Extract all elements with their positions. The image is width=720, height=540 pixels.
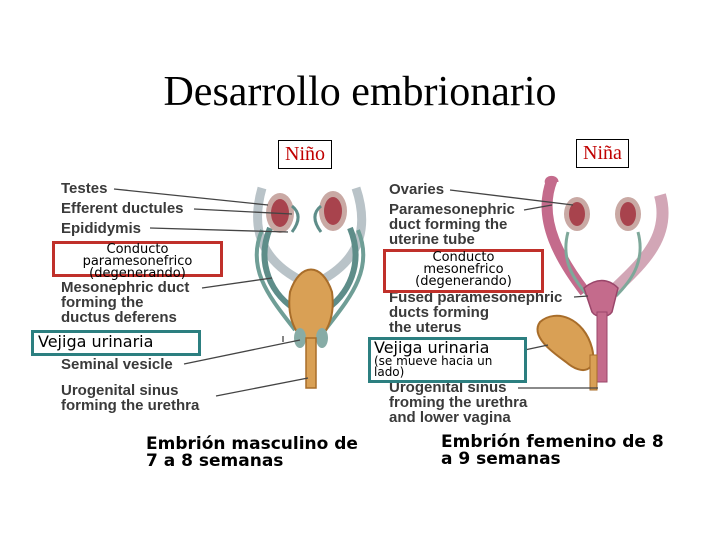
male-duct-box: Conducto paramesonefrico (degenerando) <box>52 241 223 277</box>
female-duct-box-line3: (degenerando) <box>386 276 541 288</box>
label-urogenital-sinus-f-3: and lower vagina <box>389 410 511 426</box>
female-reproductive-illustration <box>537 178 662 390</box>
female-caption: Embrión femenino de 8 a 9 semanas <box>441 434 664 468</box>
female-duct-box: Conducto mesonefrico (degenerando) <box>383 249 544 293</box>
male-bladder-box: Vejiga urinaria <box>31 330 201 356</box>
label-seminal-vesicle: Seminal vesicle <box>61 357 173 373</box>
female-bladder-note-2: lado) <box>374 367 524 378</box>
male-duct-box-line3: (degenerando) <box>55 268 220 280</box>
male-tag: Niño <box>278 140 332 169</box>
label-ovaries: Ovaries <box>389 182 444 198</box>
male-caption-line2: 7 a 8 semanas <box>146 453 358 470</box>
male-bladder-label: Vejiga urinaria <box>38 332 153 351</box>
male-caption: Embrión masculino de 7 a 8 semanas <box>146 436 358 470</box>
label-testes: Testes <box>61 181 107 197</box>
female-caption-line2: a 9 semanas <box>441 451 664 468</box>
male-reproductive-illustration <box>257 188 364 388</box>
label-epididymis: Epididymis <box>61 221 141 237</box>
label-efferent-ductules: Efferent ductules <box>61 201 184 217</box>
label-urogenital-sinus-2: forming the urethra <box>61 398 199 414</box>
label-fused-paramesonephric-3: the uterus <box>389 320 462 336</box>
female-tag: Niña <box>576 139 629 168</box>
female-bladder-box: Vejiga urinaria (se mueve hacia un lado) <box>368 337 527 383</box>
label-paramesonephric-3: uterine tube <box>389 232 475 248</box>
label-mesonephric-duct-3: ductus deferens <box>61 310 177 326</box>
